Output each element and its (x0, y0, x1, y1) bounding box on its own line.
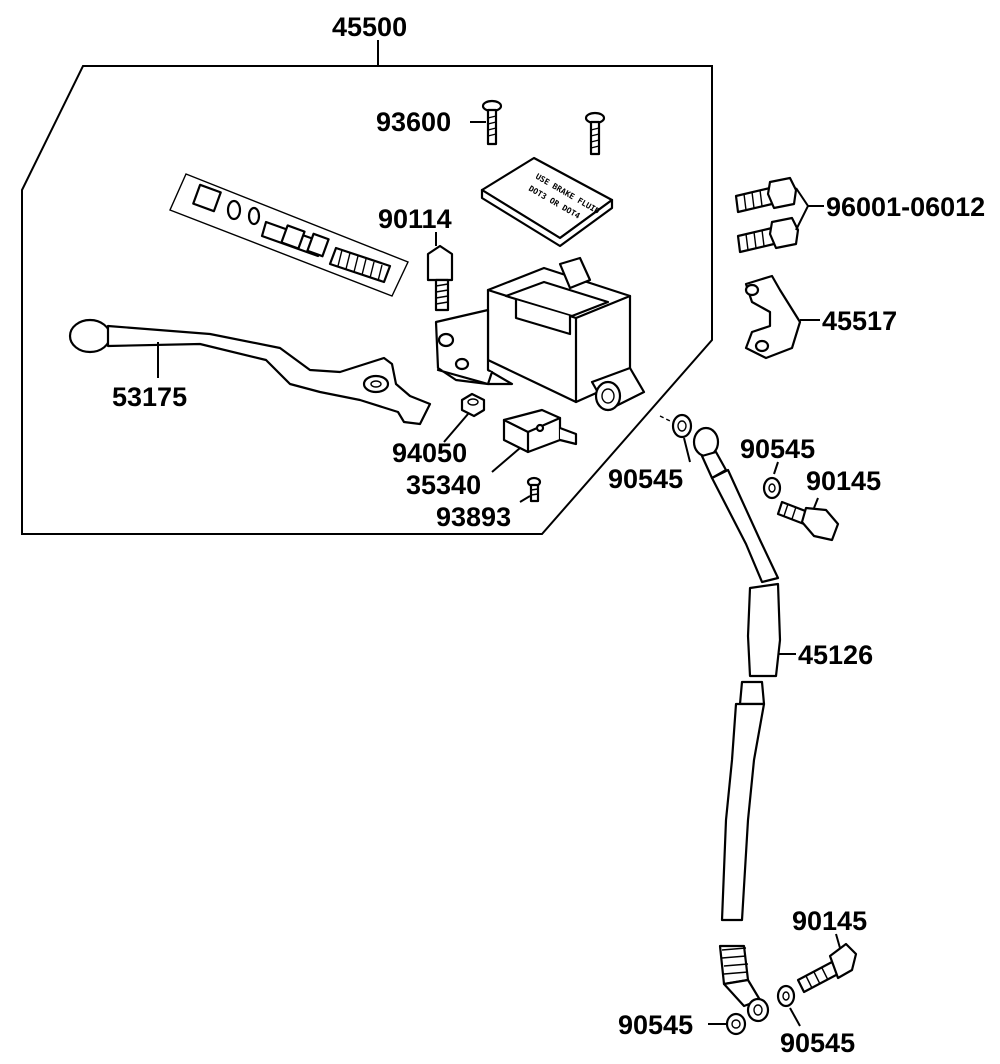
leader-90545-top-left (683, 437, 691, 463)
label-93600: 93600 (376, 107, 451, 137)
piston-kit (169, 173, 409, 297)
leader-90145-bottom (835, 933, 841, 949)
banjo-bolt-90145-bottom (796, 942, 858, 994)
assembly-outline (21, 65, 713, 535)
leader-35340 (491, 447, 521, 473)
label-96001-06012: 96001-06012 (826, 192, 985, 222)
label-90145-bottom: 90145 (792, 906, 867, 936)
washer-90545-top-right (762, 476, 782, 500)
washer-90545-bottom-right (776, 984, 796, 1008)
leader-93893 (519, 495, 531, 503)
banjo-bolt-90145-top (776, 500, 840, 542)
brake-switch-35340 (502, 408, 578, 454)
nut-94050 (460, 392, 486, 418)
reservoir-cap: USE BRAKE FLUID DOT3 OR DOT4 (480, 156, 614, 248)
label-45500: 45500 (332, 12, 407, 42)
pivot-bolt-90114 (426, 244, 454, 312)
leader-90545-bottom-right (789, 1007, 801, 1027)
label-90545-bottom-right: 90545 (780, 1028, 855, 1058)
screw-93893 (526, 476, 542, 503)
screw-93600-left (481, 99, 503, 146)
label-94050: 94050 (392, 438, 467, 468)
label-35340: 35340 (406, 470, 481, 500)
screw-93600-right (584, 111, 606, 156)
washer-90545-top-left (671, 413, 693, 439)
label-90545-bottom-left: 90545 (618, 1010, 693, 1040)
label-93893: 93893 (436, 502, 511, 532)
washer-90545-bottom-left (725, 1012, 747, 1036)
leader-96001 (795, 187, 824, 231)
label-90145-top: 90145 (806, 466, 881, 496)
bolt-96001-upper (734, 176, 798, 214)
label-53175: 53175 (112, 382, 187, 412)
bolt-96001-lower (736, 216, 800, 254)
label-90545-top-left: 90545 (608, 464, 683, 494)
label-90545-top-right: 90545 (740, 434, 815, 464)
leader-90145-top (813, 497, 819, 509)
label-45126: 45126 (798, 640, 873, 670)
leader-90545-top-right (773, 461, 779, 475)
holder-45517 (744, 274, 802, 360)
leader-94050 (443, 413, 469, 443)
brake-lever-53175 (68, 318, 432, 426)
dash-guide-top (659, 415, 673, 423)
label-45517: 45517 (822, 306, 897, 336)
brake-hose-45126 (692, 426, 782, 1023)
master-cylinder-body (434, 256, 646, 412)
label-90114: 90114 (378, 204, 452, 234)
